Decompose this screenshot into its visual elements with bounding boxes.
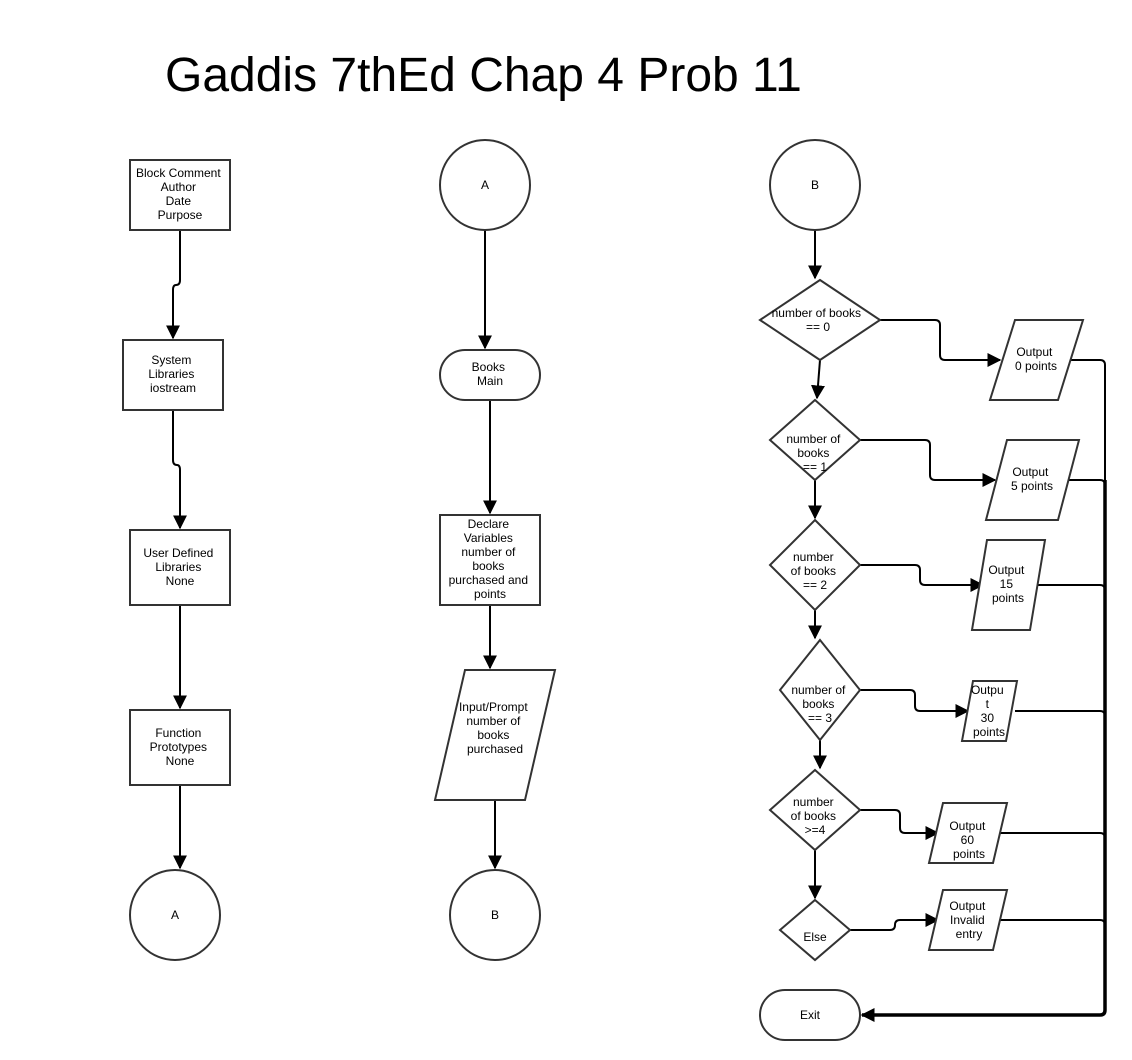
connector-a-in-label: A (481, 178, 489, 192)
block-comment-label: Block Comment Author Date Purpose (136, 166, 224, 222)
decision-books-3 (778, 638, 862, 742)
connector-line (850, 913, 940, 931)
connector-line (1030, 584, 1106, 591)
decision-books-1-label: number of books == 1 (786, 432, 843, 474)
connector-line (1015, 710, 1106, 717)
connector-line (860, 564, 985, 592)
block-comment-box (129, 159, 231, 231)
connector-a-in (439, 139, 531, 231)
output-30-points (960, 680, 1019, 742)
output-invalid-entry-label: Output Invalid entry (949, 899, 988, 941)
decision-books-0 (758, 278, 882, 362)
output-0-points-label: Output 0 points (1015, 345, 1057, 373)
input-prompt-parallelogram (433, 669, 557, 801)
decision-books-3-label: number of books == 3 (791, 683, 848, 725)
declare-variables-box (439, 514, 541, 606)
user-libraries-box (129, 529, 231, 606)
decision-books-0-label: number of books == 0 (772, 306, 865, 334)
system-libraries-label: System Libraries iostream (148, 353, 197, 395)
main-terminal-label: Books Main (472, 360, 509, 388)
decision-books-2 (768, 518, 862, 612)
connector-line (166, 230, 181, 340)
connector-line (811, 359, 825, 400)
decision-books-2-label: number of books == 2 (791, 550, 840, 592)
page-title: Gaddis 7thEd Chap 4 Prob 11 (165, 49, 802, 102)
output-0-points (988, 319, 1085, 401)
function-prototypes-label: Function Prototypes None (150, 726, 211, 768)
connector-line (1065, 479, 1106, 486)
decision-else (778, 898, 852, 962)
output-invalid-entry (927, 889, 1009, 951)
function-prototypes-box (129, 709, 231, 786)
system-libraries-box (122, 339, 224, 411)
connector-a-out (129, 869, 221, 961)
decision-else-label: Else (803, 930, 827, 944)
output-15-points (970, 539, 1047, 631)
output-5-points (984, 439, 1081, 521)
user-libraries-label: User Defined Libraries None (143, 546, 216, 588)
output-30-points-label: Outpu t 30 points (971, 683, 1007, 739)
output-60-points-label: Output 60 points (949, 819, 988, 861)
output-15-points-label: Output 15 points (988, 563, 1027, 605)
output-5-points-label: Output 5 points (1011, 465, 1053, 493)
connector-a-out-label: A (171, 908, 179, 922)
input-prompt-label: Input/Prompt number of books purchased (459, 700, 531, 756)
connector-line (880, 319, 1002, 367)
decision-books-4-plus (768, 768, 862, 852)
connector-line (860, 439, 997, 487)
exit-terminal-label: Exit (800, 1008, 821, 1022)
connector-b-in-label: B (811, 178, 819, 192)
connector-line (1000, 832, 1106, 839)
decision-books-4-plus-label: number of books >=4 (791, 795, 840, 837)
connector-b-out-label: B (491, 908, 499, 922)
connector-b-out (449, 869, 541, 961)
connector-line (1070, 359, 1106, 1008)
decision-books-1 (768, 398, 862, 482)
output-60-points (927, 802, 1009, 864)
declare-variables-label: Declare Variables number of books purcha… (449, 517, 532, 601)
connector-line (860, 480, 1107, 1022)
connector-line (860, 689, 970, 718)
connector-b-in (769, 139, 861, 231)
main-terminal (439, 349, 541, 401)
exit-terminal (759, 989, 861, 1041)
connector-line (172, 410, 187, 530)
connector-line (860, 809, 940, 840)
connector-line (1000, 919, 1106, 926)
